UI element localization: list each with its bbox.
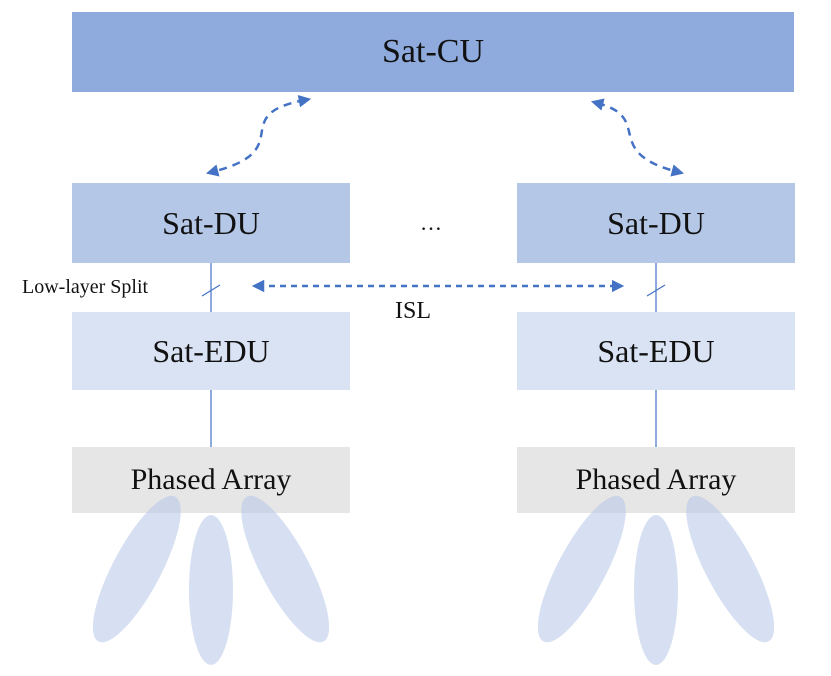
phased-array-box-right: Phased Array <box>517 447 795 513</box>
phased-array-box-left: Phased Array <box>72 447 350 513</box>
phased-array-label-left: Phased Array <box>130 463 292 496</box>
sat-cu-box: Sat-CU <box>72 12 794 92</box>
beam-group-left <box>92 495 330 665</box>
beam-right-2 <box>634 515 678 665</box>
split-tick-left <box>201 284 221 297</box>
isl-label: ISL <box>395 298 431 324</box>
beam-right-1 <box>537 495 626 643</box>
beam-right-3 <box>686 495 775 643</box>
low-layer-split-label: Low-layer Split <box>22 276 149 298</box>
beam-group-right <box>537 495 775 665</box>
sat-du-label-right: Sat-DU <box>607 204 705 241</box>
sat-du-label-left: Sat-DU <box>162 204 260 241</box>
ellipsis-label: … <box>420 210 443 235</box>
phased-array-label-right: Phased Array <box>575 463 737 496</box>
cu-du-arrow-right <box>590 98 685 177</box>
beam-left-1 <box>92 495 181 643</box>
cu-du-arrow-left <box>205 95 312 177</box>
sat-edu-label-left: Sat-EDU <box>152 332 270 369</box>
sat-edu-box-right: Sat-EDU <box>517 312 795 390</box>
beam-left-2 <box>189 515 233 665</box>
sat-du-box-right: Sat-DU <box>517 183 795 263</box>
sat-du-box-left: Sat-DU <box>72 183 350 263</box>
beam-left-3 <box>241 495 330 643</box>
sat-edu-box-left: Sat-EDU <box>72 312 350 390</box>
sat-cu-label: Sat-CU <box>382 33 484 70</box>
sat-edu-label-right: Sat-EDU <box>597 332 715 369</box>
split-tick-right <box>646 284 666 297</box>
